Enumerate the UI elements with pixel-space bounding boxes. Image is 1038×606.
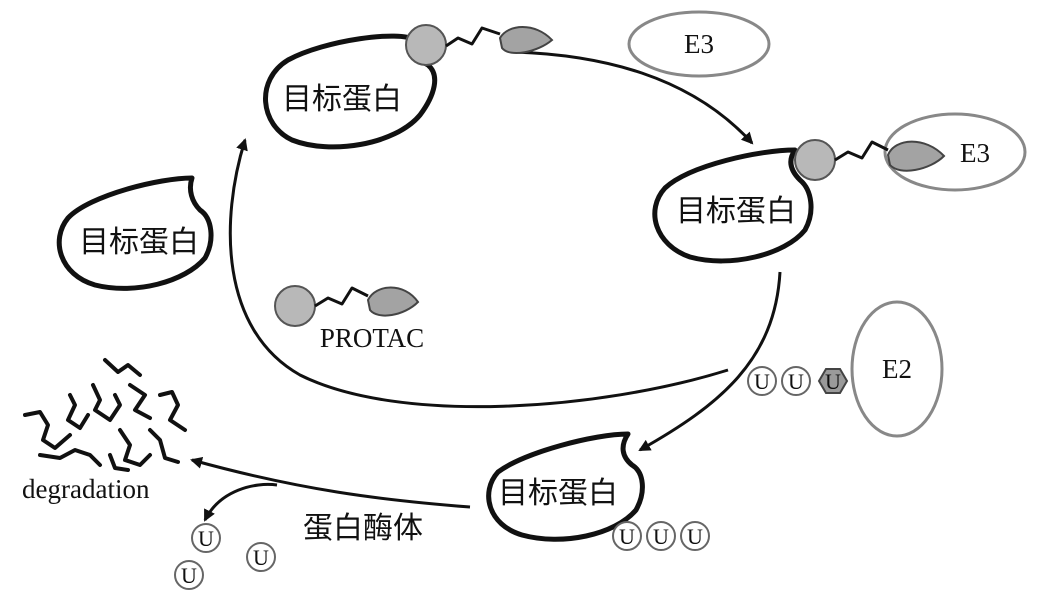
released-ubiquitin: U U U — [174, 523, 276, 590]
ubiquitin-bead: U — [612, 521, 642, 551]
target-protein-left-label: 目标蛋白 — [79, 225, 199, 260]
arrow-release-ubiquitin — [203, 482, 278, 522]
arrow-to-ubiquitination — [638, 271, 782, 452]
target-protein-bottom-label: 目标蛋白 — [498, 476, 618, 511]
e3-label-bound: E3 — [960, 138, 990, 168]
protac-free-linker — [314, 286, 369, 308]
e2-label: E2 — [882, 354, 912, 384]
target-protein-left: 目标蛋白 — [56, 175, 214, 291]
target-protein-right-label: 目标蛋白 — [676, 194, 796, 229]
arrow-to-ternary-complex — [514, 50, 754, 145]
svg-text:U: U — [754, 369, 770, 394]
svg-text:U: U — [687, 524, 703, 549]
target-protein-top-label: 目标蛋白 — [282, 82, 402, 117]
protac-free: PROTAC — [274, 285, 424, 353]
e2-ellipse — [850, 300, 944, 438]
protac-top — [405, 24, 554, 66]
e3-ligase-free: E3 — [627, 10, 771, 78]
arrow-recycle-loop — [228, 138, 729, 409]
ubiquitin-bead: U — [747, 366, 777, 396]
protac-free-e3-ligand — [366, 286, 420, 317]
ubiquitin-bead: U — [646, 521, 676, 551]
ubiquitin-bead: U — [781, 366, 811, 396]
ubiquitin-chain-target: U U U — [612, 521, 710, 551]
proteasome-label: 蛋白酶体 — [303, 511, 423, 546]
arrow-to-degradation — [190, 456, 471, 509]
degraded-fragments — [23, 358, 187, 472]
protac-top-e3-ligand — [498, 26, 554, 55]
target-protein-bottom-shape — [486, 431, 645, 542]
target-protein-bottom: 目标蛋白 — [486, 431, 645, 542]
svg-text:U: U — [181, 563, 197, 588]
protac-right-e3-ligand — [886, 140, 946, 172]
protac-right-ligand-ball — [794, 139, 836, 181]
svg-text:U: U — [788, 369, 804, 394]
protac-label: PROTAC — [320, 323, 424, 353]
ubiquitin-bead: U — [680, 521, 710, 551]
target-protein-right: 目标蛋白 — [652, 147, 814, 264]
e3-ellipse-free — [627, 10, 771, 78]
target-protein-left-shape — [56, 175, 214, 291]
e3-ellipse-bound — [883, 112, 1027, 192]
svg-text:U: U — [825, 369, 841, 394]
target-protein-right-shape — [652, 147, 814, 264]
e3-label-free: E3 — [684, 29, 714, 59]
ubiquitin-chain-e2: U U U — [747, 366, 849, 396]
ubiquitin-bead: U — [191, 523, 221, 553]
ubiquitin-bead: U — [174, 560, 204, 590]
e2-enzyme: E2 — [850, 300, 944, 438]
svg-text:U: U — [253, 545, 269, 570]
protac-free-ligand-ball — [274, 285, 316, 327]
protac-top-linker — [445, 26, 501, 48]
degradation-label: degradation — [22, 474, 150, 504]
svg-text:U: U — [619, 524, 635, 549]
svg-text:U: U — [653, 524, 669, 549]
svg-text:U: U — [198, 526, 214, 551]
target-protein-top: 目标蛋白 — [263, 33, 438, 150]
protac-top-ligand-ball — [405, 24, 447, 66]
ubiquitin-bead: U — [246, 542, 276, 572]
ubiquitin-bead-linked: U — [817, 368, 849, 394]
protac-right-linker — [834, 140, 889, 162]
protac-right — [794, 139, 946, 181]
e3-ligase-bound: E3 — [883, 112, 1027, 192]
